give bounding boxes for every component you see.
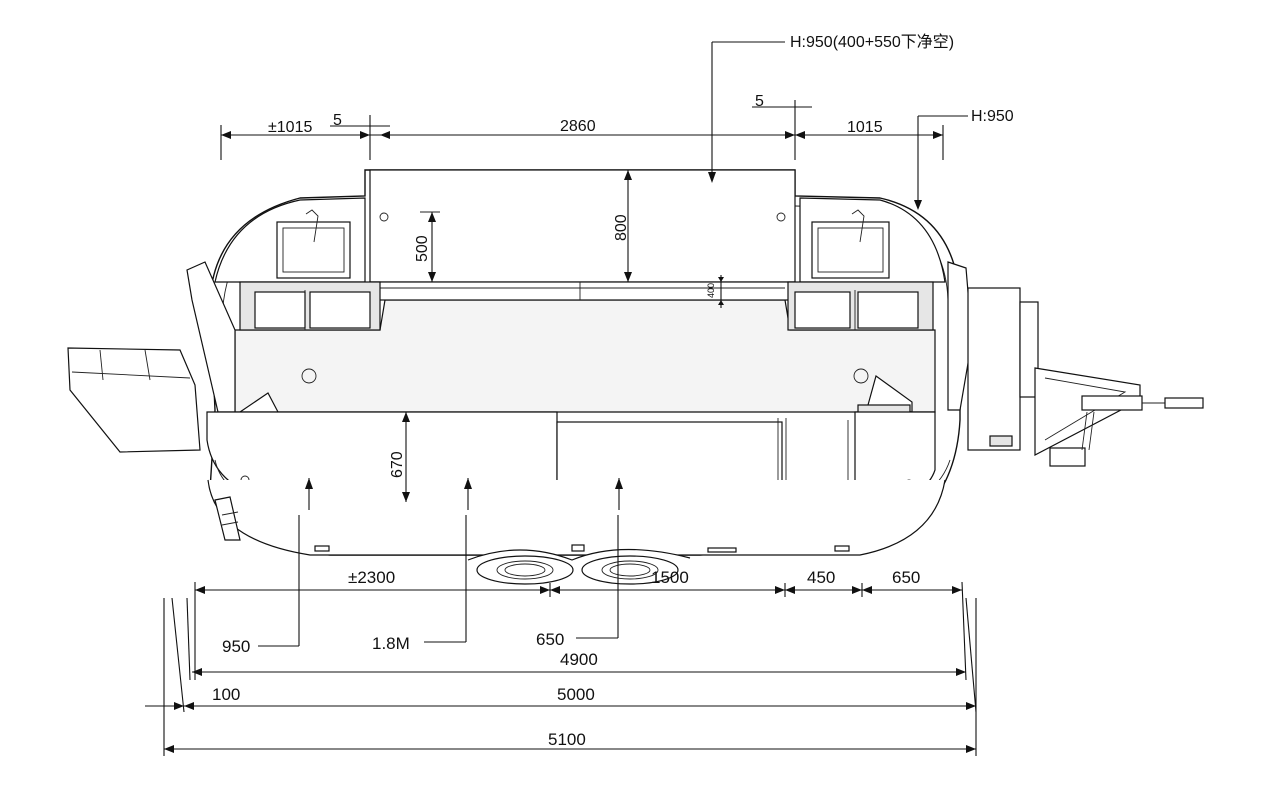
label-total-4900: 4900	[560, 650, 598, 669]
right-sink-counter	[787, 197, 946, 331]
label-callout-650: 650	[536, 630, 564, 649]
label-top-center-width: 2860	[560, 118, 596, 135]
label-callout-1-8m: 1.8M	[372, 634, 410, 653]
wheels	[467, 544, 691, 585]
dimension-lines	[145, 41, 977, 756]
label-callout-950: 950	[222, 637, 250, 656]
label-depth-500: 500	[414, 235, 431, 262]
label-seg-450: 450	[807, 568, 835, 587]
rear-window-flap	[67, 347, 201, 453]
label-seg-2300: ±2300	[348, 568, 395, 587]
label-shelf-400: 400	[706, 283, 716, 298]
dimension-labels: H:950(400+550下净空) H:950 ±1015 5 2860 5 1…	[212, 33, 1014, 749]
label-total-5100: 5100	[548, 730, 586, 749]
wall-socket-right	[853, 368, 869, 384]
lower-skirt	[207, 479, 946, 556]
label-depth-800: 800	[613, 214, 630, 241]
label-depth-670: 670	[389, 451, 406, 478]
trailer-hitch	[967, 287, 1204, 467]
label-top-right-gap: 5	[755, 93, 764, 110]
label-seg-650: 650	[892, 568, 920, 587]
label-offset-100: 100	[212, 685, 240, 704]
label-total-5000: 5000	[557, 685, 595, 704]
label-h950-clearance: H:950(400+550下净空)	[790, 33, 954, 51]
label-top-right-width: 1015	[847, 119, 883, 136]
back-counter	[369, 169, 796, 301]
label-h950-right: H:950	[971, 108, 1014, 125]
label-top-left-width: ±1015	[268, 119, 312, 136]
left-sink-counter	[214, 197, 381, 331]
label-top-left-gap: 5	[333, 112, 342, 129]
wall-socket-left	[301, 368, 317, 384]
label-seg-1500: 1500	[651, 568, 689, 587]
